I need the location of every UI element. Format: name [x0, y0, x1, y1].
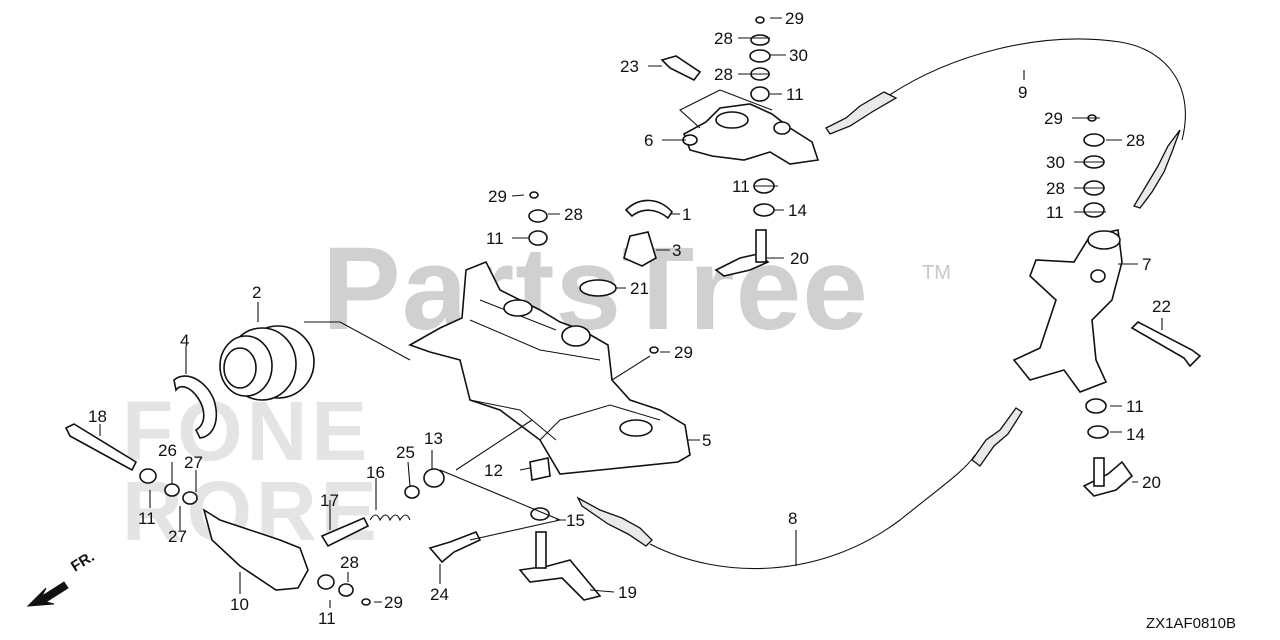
callout-29-b: 29 [1044, 109, 1063, 128]
part-17-pin [320, 516, 370, 548]
part-24-bolt [428, 530, 482, 564]
callout-13: 13 [424, 429, 443, 448]
callout-27-a: 27 [184, 453, 203, 472]
part-16-spring [369, 514, 411, 522]
callouts: 29 28 30 28 11 23 6 9 29 28 30 28 11 11 … [88, 9, 1171, 628]
callout-29-a: 29 [785, 9, 804, 28]
part-13-bushing [423, 468, 445, 488]
part-22-bolt [1130, 321, 1202, 368]
callout-28-c: 28 [1126, 131, 1145, 150]
cable-9-end-right [1133, 129, 1181, 209]
callout-11-g: 11 [1126, 397, 1144, 416]
callout-28-d: 28 [1046, 179, 1065, 198]
callout-6: 6 [644, 131, 653, 150]
callout-12: 12 [484, 461, 503, 480]
callout-28-b: 28 [714, 65, 733, 84]
washer-stack [139, 16, 1109, 606]
part-12-collar [529, 457, 551, 481]
callout-22: 22 [1152, 297, 1171, 316]
callout-8: 8 [788, 509, 797, 528]
leader-lines [99, 17, 1163, 608]
callout-16: 16 [366, 463, 385, 482]
part-18-bolt [64, 423, 138, 472]
callout-11-c: 11 [732, 177, 750, 196]
callout-1: 1 [682, 205, 691, 224]
bracket-hole [619, 419, 653, 437]
callout-11-a: 11 [786, 85, 804, 104]
cable-8 [649, 454, 976, 570]
callout-28-e: 28 [564, 205, 583, 224]
part-4-clamp [173, 375, 218, 439]
bracket-7 [1012, 229, 1123, 393]
cable-8-end-right [971, 407, 1023, 467]
cable-9 [887, 38, 1186, 141]
callout-27-b: 27 [168, 527, 187, 546]
part-1-clip [624, 199, 674, 220]
part-3-grommet [623, 231, 657, 267]
callout-4: 4 [180, 331, 189, 350]
front-arrow-icon [26, 581, 69, 607]
callout-26: 26 [158, 441, 177, 460]
callout-29-d: 29 [674, 343, 693, 362]
bracket-boss-2 [561, 325, 591, 347]
part-2-drum [219, 325, 315, 401]
cable-9-end-left [825, 91, 898, 135]
part-21-plug [579, 279, 617, 297]
callout-17: 17 [320, 491, 339, 510]
control-bracket-5 [408, 260, 691, 475]
callout-5: 5 [702, 431, 711, 450]
callout-20-a: 20 [790, 249, 809, 268]
part-20-arm-bottom [1082, 460, 1134, 497]
callout-29-c: 29 [488, 187, 507, 206]
callout-21: 21 [630, 279, 649, 298]
part-10-lever [202, 508, 309, 591]
callout-29-e: 29 [384, 593, 403, 612]
callout-19: 19 [618, 583, 637, 602]
bracket-6 [683, 103, 820, 165]
callout-11-b: 11 [1046, 203, 1064, 222]
part-20-arm-top [714, 253, 770, 277]
callout-15: 15 [566, 511, 585, 530]
part-23-bolt [660, 55, 702, 82]
bracket-boss [503, 299, 533, 317]
cable-8-end-left [576, 496, 653, 547]
callout-23: 23 [620, 57, 639, 76]
callout-11-e: 11 [138, 509, 156, 528]
callout-28-f: 28 [340, 553, 359, 572]
callout-24: 24 [430, 585, 449, 604]
callout-14-b: 14 [1126, 425, 1145, 444]
callout-28-a: 28 [714, 29, 733, 48]
callout-20-b: 20 [1142, 473, 1161, 492]
callout-18: 18 [88, 407, 107, 426]
part-19-arm [518, 559, 602, 601]
diagram-code: ZX1AF0810B [1145, 615, 1236, 632]
callout-11-f: 11 [318, 609, 336, 628]
callout-3: 3 [672, 241, 681, 260]
callout-25: 25 [396, 443, 415, 462]
callout-11-d: 11 [486, 229, 504, 248]
callout-14-a: 14 [788, 201, 807, 220]
callout-9: 9 [1018, 83, 1027, 102]
callout-2: 2 [252, 283, 261, 302]
callout-7: 7 [1142, 255, 1151, 274]
callout-30-b: 30 [1046, 153, 1065, 172]
callout-10: 10 [230, 595, 249, 614]
callout-30-a: 30 [789, 46, 808, 65]
